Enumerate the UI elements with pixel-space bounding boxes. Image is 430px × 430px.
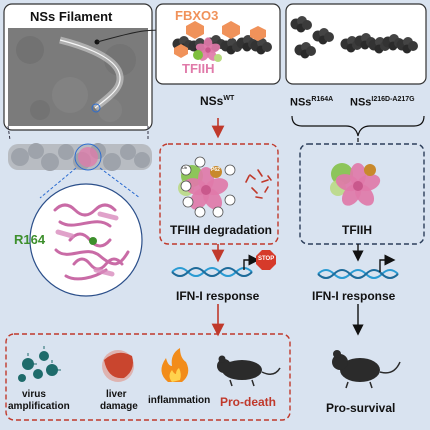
dna-helix-right bbox=[317, 269, 399, 279]
nss-wt-label: NSsWT bbox=[200, 94, 235, 108]
filament-model bbox=[8, 143, 152, 171]
zoom-origin-circle bbox=[91, 103, 101, 113]
pro-survival-label: Pro-survival bbox=[326, 401, 396, 415]
left-ifn-response: IFN-I response bbox=[176, 289, 260, 303]
nss-i216d-label: NSsI216D-A217G bbox=[350, 96, 415, 109]
micrograph-texture bbox=[16, 36, 136, 122]
nss-r164a-label: NSsR164A bbox=[290, 96, 334, 109]
outcome-liver-line2: damage bbox=[100, 401, 138, 412]
liver-icon bbox=[102, 350, 134, 382]
tfiih-top-label: TFIIH bbox=[182, 61, 215, 76]
dna-helix-left bbox=[171, 267, 253, 277]
fbxo3-label: FBXO3 bbox=[175, 8, 219, 23]
monomer-zoom-circle bbox=[29, 183, 143, 297]
dead-mouse-icon bbox=[217, 355, 281, 387]
outcome-virus-line2: amplification bbox=[8, 401, 70, 412]
r164-residue-marker bbox=[89, 237, 97, 245]
intact-tfiih-caption: TFIIH bbox=[342, 223, 372, 237]
degraded-fragments bbox=[245, 169, 272, 199]
stop-sign bbox=[256, 250, 276, 270]
ub-tag-label: Ub bbox=[182, 165, 188, 170]
fbxo3-subunits bbox=[174, 21, 266, 58]
p62-tag-label: P62 bbox=[211, 167, 220, 173]
outcome-liver-line1: liver bbox=[106, 389, 127, 400]
flame-icon bbox=[161, 348, 189, 382]
tfiih-intact bbox=[330, 163, 383, 210]
degradation-caption: TFIIH degradation bbox=[170, 223, 272, 237]
mutants-brace bbox=[291, 115, 425, 137]
intact-tfiih-box bbox=[299, 143, 425, 245]
pro-death-label: Pro-death bbox=[220, 395, 277, 409]
filament-panel-title: NSs Filament bbox=[30, 9, 113, 24]
right-ifn-response: IFN-I response bbox=[312, 289, 396, 303]
degradation-box bbox=[159, 143, 279, 245]
r164-label: R164 bbox=[14, 232, 46, 247]
healthy-mouse-icon bbox=[332, 350, 401, 389]
outcomes-box bbox=[5, 333, 291, 421]
ub-tags bbox=[180, 156, 236, 218]
outcome-inflammation: inflammation bbox=[148, 395, 211, 406]
virus-icon bbox=[18, 351, 58, 382]
stop-sign-label: STOP bbox=[258, 256, 275, 262]
outcome-virus-line1: virus bbox=[22, 389, 46, 400]
